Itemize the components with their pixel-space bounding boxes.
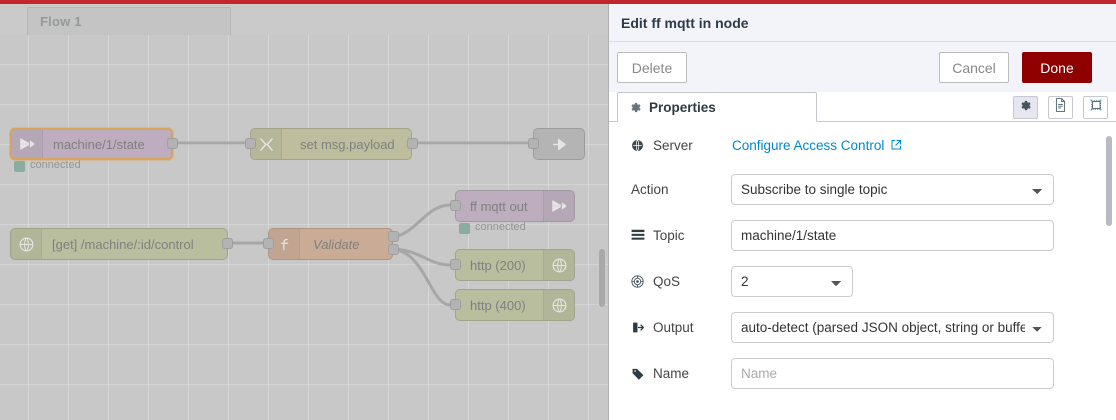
flow-node-http-200[interactable]: http (200) [455,249,575,281]
status-indicator-label: connected [30,159,81,171]
flow-node-label: set msg.payload [300,136,395,152]
form-label-name: Name [631,358,736,388]
status-indicator-label: connected [475,221,526,233]
flow-node-mqtt-out[interactable]: ff mqtt out [455,190,575,222]
flow-node-label: ff mqtt out [470,198,528,214]
globe-icon [543,250,574,280]
flow-node-http-in[interactable]: [get] /machine/:id/control [10,228,228,260]
appearance-icon-button[interactable] [1083,96,1108,119]
form-label-output: Output [631,312,736,342]
node-output-port[interactable] [388,244,399,255]
name-input[interactable] [731,358,1054,389]
node-input-port[interactable] [263,238,274,249]
form-row-action: Action Subscribe to single topic [609,174,1079,205]
panel-header: Edit ff mqtt in node [609,4,1116,42]
form-label-topic: Topic [631,220,736,250]
globe-icon [631,139,648,152]
form-label-qos: QoS [631,266,736,296]
list-icon [631,229,648,241]
canvas-vertical-scrollbar[interactable] [598,35,607,420]
flow-node-change[interactable]: set msg.payload [250,128,412,160]
mqtt-icon [12,130,43,158]
flow-node-label: http (200) [470,257,526,273]
link-out-icon [534,129,584,159]
panel-title: Edit ff mqtt in node [621,15,749,31]
properties-form: Server Configure Access Control Action S… [609,122,1116,419]
sign-out-icon [631,321,648,334]
form-row-qos: QoS 2 [609,266,1079,297]
form-label-action-text: Action [631,181,669,197]
output-select[interactable]: auto-detect (parsed JSON object, string … [731,312,1054,343]
flow-node-label: Validate [313,236,360,252]
flow-canvas[interactable]: machine/1/state connected set msg.payloa… [0,35,608,420]
form-label-qos-text: QoS [653,273,681,289]
flow-editor: Flow 1 machine/1/state connected [0,4,608,420]
node-input-port[interactable] [450,259,461,270]
node-input-port[interactable] [450,299,461,310]
node-output-port[interactable] [388,231,399,242]
node-input-port[interactable] [245,138,256,149]
gear-icon [629,101,642,114]
form-label-name-text: Name [653,365,690,381]
flow-node-label: machine/1/state [53,136,145,152]
flow-node-function[interactable]: Validate [268,228,393,260]
window-accent-bar [0,0,1116,4]
node-output-port[interactable] [407,138,418,149]
qos-select[interactable]: 2 [731,266,853,297]
gear-icon [1019,99,1032,117]
external-link-icon [890,139,902,151]
function-icon [269,229,300,259]
flow-node-link-out[interactable] [533,128,585,160]
form-label-server: Server [631,130,736,160]
tab-properties[interactable]: Properties [617,92,817,122]
topic-input[interactable] [731,220,1054,251]
configure-access-control-text: Configure Access Control [732,137,885,153]
flow-tab-bar: Flow 1 [0,4,608,37]
status-indicator-dot [459,223,470,234]
node-output-port[interactable] [222,238,233,249]
mqtt-icon [543,191,574,221]
configure-access-control-link[interactable]: Configure Access Control [732,130,902,160]
cancel-button[interactable]: Cancel [939,52,1009,83]
canvas-scrollbar-thumb[interactable] [599,249,605,307]
panel-scrollbar-thumb[interactable] [1106,136,1112,226]
properties-icon-button[interactable] [1013,96,1038,119]
tag-icon [631,367,648,380]
flow-tab-flow1[interactable] [27,7,231,37]
panel-action-bar: Delete Cancel Done [609,42,1116,92]
flow-node-label: [get] /machine/:id/control [52,236,194,252]
done-button[interactable]: Done [1022,52,1092,83]
form-row-topic: Topic [609,220,1079,251]
node-output-port[interactable] [167,138,178,149]
flow-tab-label: Flow 1 [40,14,82,29]
flow-node-mqtt-in[interactable]: machine/1/state [10,128,173,160]
node-input-port[interactable] [528,138,539,149]
form-label-output-text: Output [653,319,694,335]
form-row-name: Name [609,358,1079,389]
node-edit-panel: Edit ff mqtt in node Delete Cancel Done … [608,4,1116,420]
node-input-port[interactable] [450,200,461,211]
flow-node-label: http (400) [470,297,526,313]
bullseye-icon [631,274,648,288]
flow-node-http-400[interactable]: http (400) [455,289,575,321]
delete-button[interactable]: Delete [617,52,687,83]
action-select[interactable]: Subscribe to single topic [731,174,1054,205]
form-row-server: Server Configure Access Control [609,130,1079,160]
tab-properties-label: Properties [649,99,716,115]
form-label-topic-text: Topic [653,227,685,243]
form-label-server-text: Server [653,137,693,153]
appearance-icon [1089,98,1103,117]
canvas-grid [0,35,608,420]
globe-icon [543,290,574,320]
change-icon [251,129,282,159]
globe-icon [11,229,42,259]
status-indicator-dot [14,161,25,172]
form-row-output: Output auto-detect (parsed JSON object, … [609,312,1079,343]
panel-tab-bar: Properties [609,92,1116,122]
form-label-action: Action [631,174,736,204]
description-icon-button[interactable] [1048,96,1073,119]
document-icon [1054,98,1067,117]
